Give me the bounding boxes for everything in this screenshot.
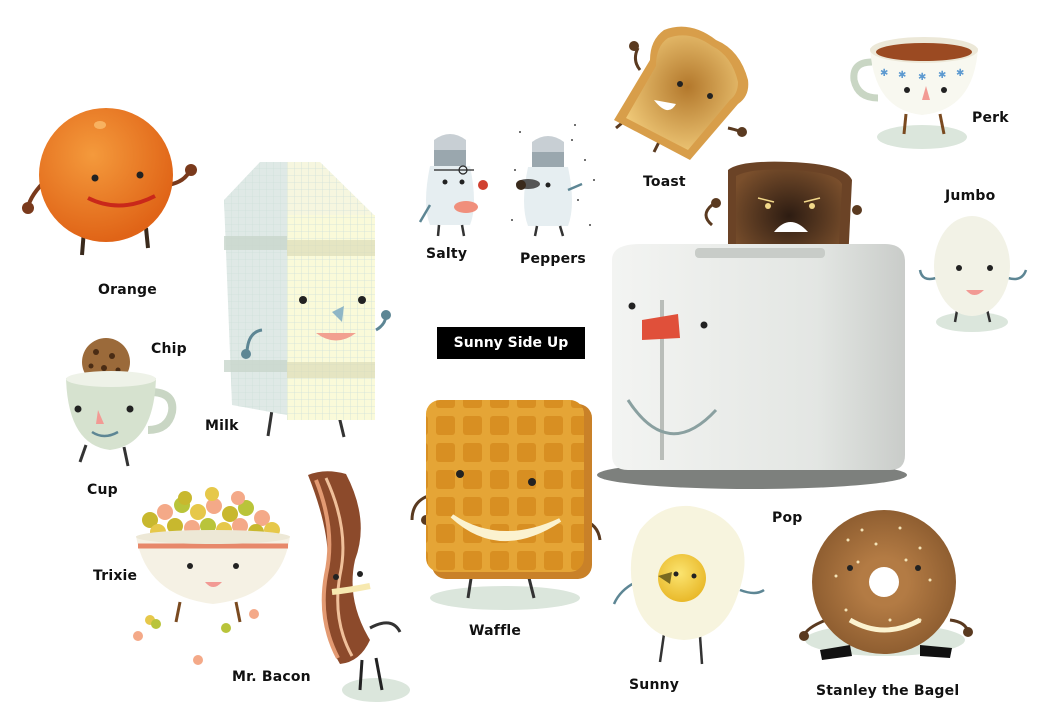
trixie-character [133,487,290,665]
label-perk: Perk [972,110,1009,126]
toast-character [614,26,749,160]
svg-text:✱: ✱ [918,72,926,83]
label-peppers: Peppers [520,251,586,267]
orange-character [22,108,197,256]
label-pop: Pop [772,510,803,526]
title-banner: Sunny Side Up [437,327,585,359]
label-chip: Chip [151,341,187,357]
perk-character: ✱ ✱ ✱ ✱ ✱ [850,37,978,149]
svg-text:✱: ✱ [880,68,888,79]
label-stanley: Stanley the Bagel [816,683,960,699]
salty-character [418,134,488,237]
label-trixie: Trixie [93,568,138,584]
svg-text:✱: ✱ [956,68,964,79]
mr-bacon-character [308,471,410,702]
label-orange: Orange [98,282,157,298]
label-salty: Salty [426,246,468,262]
label-toast: Toast [643,174,686,190]
stanley-bagel-character [799,510,973,660]
pop-character [597,161,907,489]
label-cup: Cup [87,482,118,498]
sunny-character [612,505,765,665]
label-jumbo: Jumbo [945,188,996,204]
jumbo-character [918,216,1028,332]
svg-text:✱: ✱ [938,70,946,81]
svg-text:✱: ✱ [898,70,906,81]
label-milk: Milk [205,418,239,434]
cup-character [66,338,177,467]
waffle-character [410,400,602,610]
label-mr-bacon: Mr. Bacon [232,669,311,685]
milk-character [224,162,391,438]
label-waffle: Waffle [469,623,522,639]
label-sunny: Sunny [629,677,680,693]
peppers-character [511,124,595,237]
